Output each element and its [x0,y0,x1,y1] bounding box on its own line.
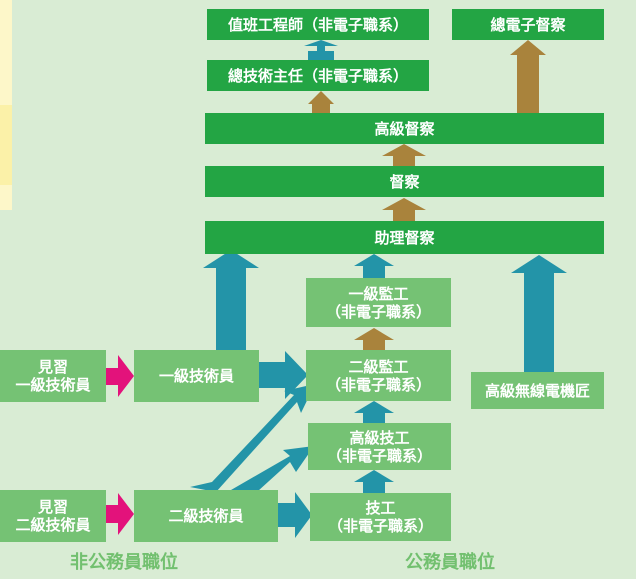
technician-box: 技工 （非電子職系） [310,493,451,541]
civil-service-label: 公務員職位 [405,552,495,573]
arrow-class2-tech-to-class2-supervisor [190,384,315,492]
trainee-class2-technician-box: 見習 二級技術員 [0,490,106,542]
arrow-trainee1-to-class1 [106,355,134,397]
senior-radio-mechanic-box: 高級無線電機匠 [471,372,604,409]
arrow-class1-tech-to-assistant [203,250,259,350]
inspector-box: 督察 [205,166,604,197]
senior-technician-box: 高級技工 （非電子職系） [308,423,451,470]
chief-electronics-inspector-box: 總電子督察 [452,9,604,40]
arrow-senior-inspector-to-chief-tech [308,91,334,113]
class1-technician-box: 一級技術員 [134,350,259,402]
arrow-class1-supervisor-to-assistant [354,254,394,278]
arrow-class2-tech-to-senior-technician [231,446,314,491]
arrow-trainee2-to-class2 [106,493,134,535]
class2-supervisor-box: 二級監工 （非電子職系） [306,350,451,401]
arrow-class1-tech-to-class2-supervisor [259,351,308,399]
arrow-tech-to-senior-tech [354,470,394,493]
arrow-assistant-to-inspector [382,198,426,221]
arrow-inspector-to-senior-inspector [382,144,426,166]
arrow-senior-tech-to-class2-supervisor [354,401,394,423]
arrow-radio-mechanic-to-assistant [511,255,567,372]
duty-engineer-box: 值班工程師（非電子職系） [207,9,429,40]
arrow-class2-tech-to-technician [278,492,312,538]
arrow-class2-to-class1-supervisor [354,328,394,350]
arrow-senior-inspector-to-chief-inspector [510,40,546,113]
non-civil-service-label: 非公務員職位 [70,552,178,573]
side-panel-highlight [0,105,12,185]
trainee-class1-technician-box: 見習 一級技術員 [0,350,106,402]
assistant-inspector-box: 助理督察 [205,221,604,254]
class1-supervisor-box: 一級監工 （非電子職系） [306,278,451,327]
chief-technical-supervisor-box: 總技術主任（非電子職系） [207,60,429,91]
arrow-chief-tech-to-duty-engineer [304,40,338,60]
senior-inspector-box: 高級督察 [205,113,604,144]
class2-technician-box: 二級技術員 [134,490,278,542]
